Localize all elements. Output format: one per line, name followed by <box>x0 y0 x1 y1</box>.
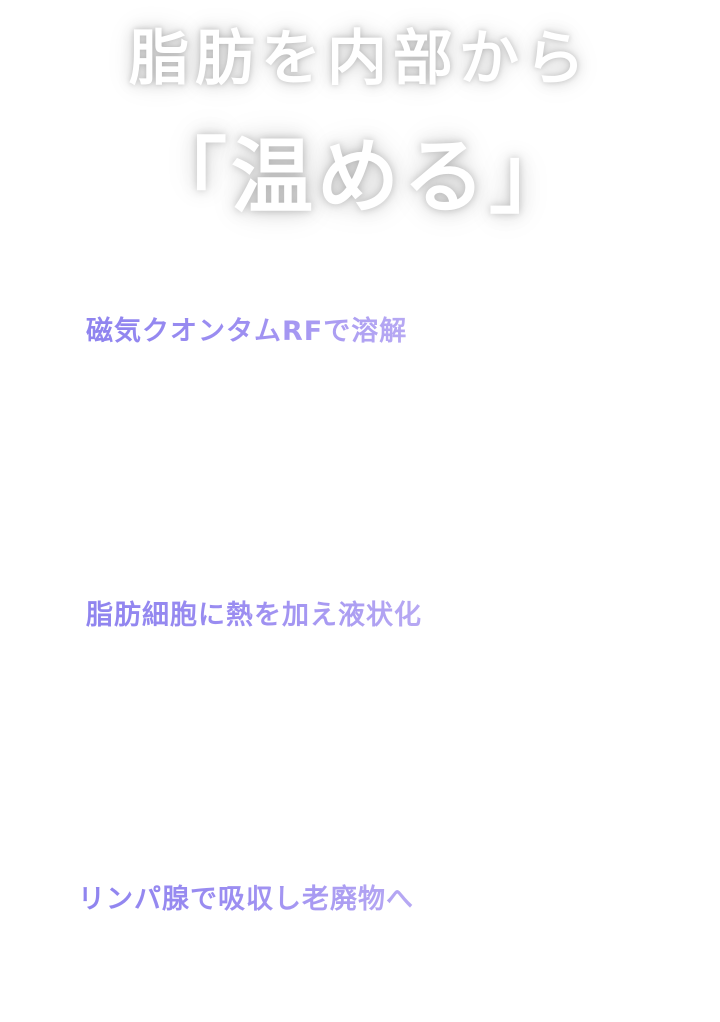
hero-section: 脂肪を内部から 「温める」 <box>0 0 720 230</box>
step-1: 磁気クオンタムRFで溶解 <box>0 309 720 349</box>
step-2: 脂肪細胞に熱を加え液状化 <box>0 593 720 633</box>
step-3: リンパ腺で吸収し老廃物へ <box>0 877 720 917</box>
hero-title-line-1: 脂肪を内部から <box>129 24 591 94</box>
step-1-label: 磁気クオンタムRFで溶解 <box>86 309 407 348</box>
hero-title-line-2: 「温める」 <box>144 129 575 225</box>
step-3-label: リンパ腺で吸収し老廃物へ <box>78 877 414 916</box>
step-2-label: 脂肪細胞に熱を加え液状化 <box>86 593 422 632</box>
